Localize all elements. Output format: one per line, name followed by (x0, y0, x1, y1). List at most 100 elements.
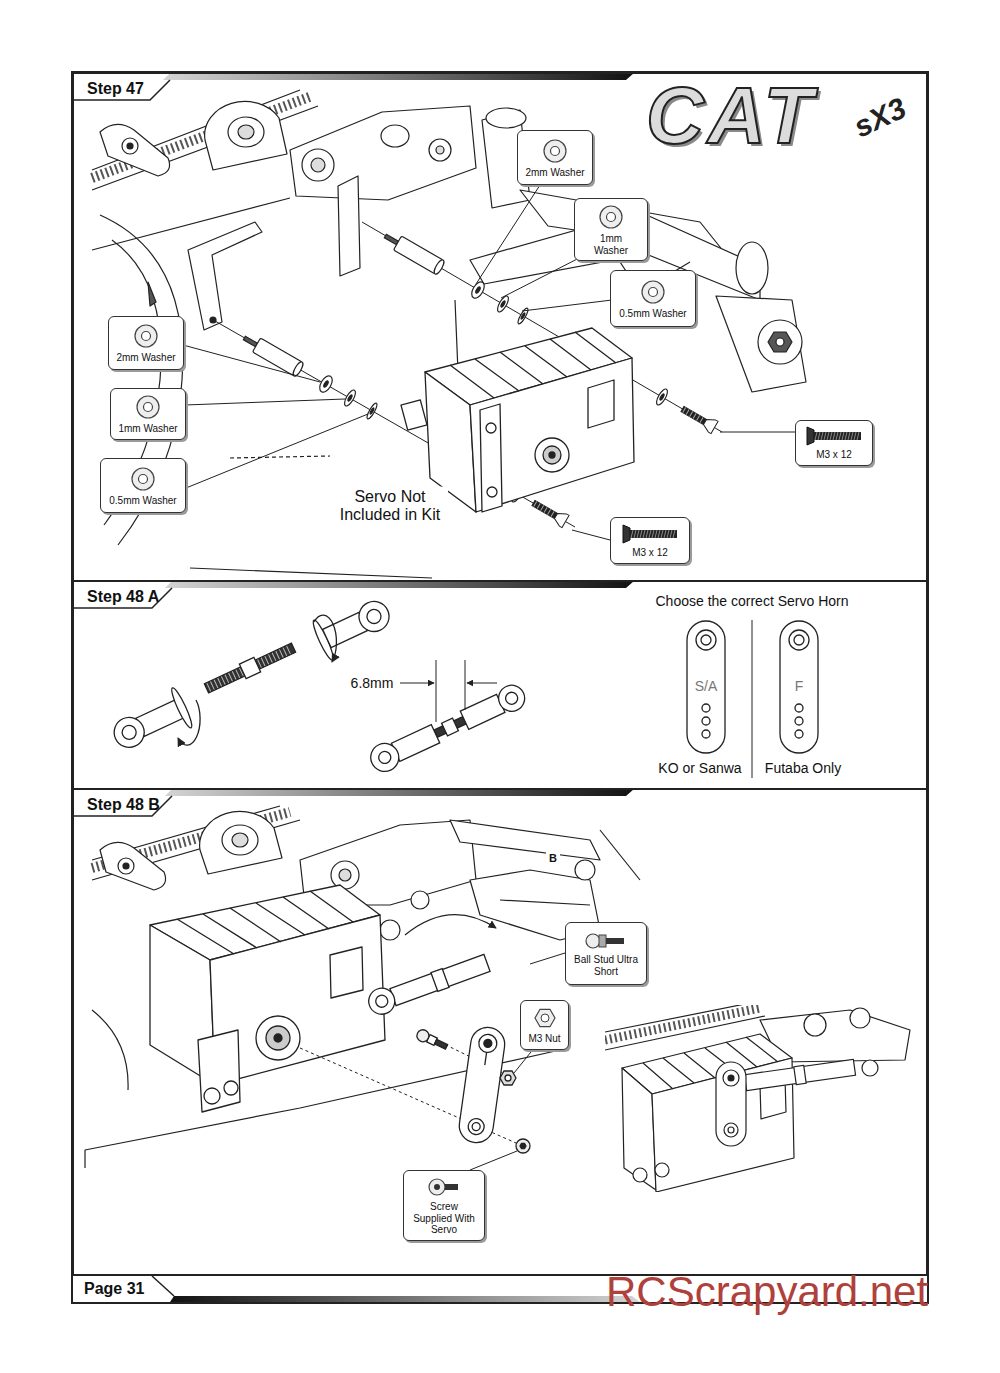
part-name: M3 x 12 (816, 449, 852, 461)
servo-horn (485, 1052, 487, 1065)
page-frame (72, 72, 928, 1303)
screw (530, 497, 569, 528)
screw (532, 500, 558, 518)
washer (654, 387, 669, 406)
divider-line (752, 620, 753, 778)
chassis-drawing (100, 215, 183, 545)
servo-horn (702, 717, 710, 725)
dimension-label: 6.8mm (351, 675, 394, 691)
washer-outer (132, 468, 154, 490)
note-text: Servo Not Included in Kit (332, 487, 448, 526)
inset-view (804, 1014, 826, 1036)
turnbuckle (314, 615, 336, 662)
servo-horn (500, 1071, 516, 1085)
washer-outer (135, 325, 157, 347)
screw-icon (619, 523, 681, 545)
washer-outer (544, 140, 566, 162)
washer (317, 374, 335, 395)
screw-shaft (814, 432, 861, 440)
washer (516, 307, 529, 325)
servo (224, 1081, 238, 1095)
step-panel: Step 48 BBall Stud Ultra ShortM3 NutScre… (72, 788, 928, 1276)
part-marking: B (546, 851, 560, 866)
chassis-drawing (338, 176, 360, 276)
dimension-line (400, 660, 497, 722)
servo-post (384, 234, 398, 244)
chassis-drawing (92, 90, 318, 190)
chassis-drawing (85, 806, 640, 1168)
turnbuckle (169, 686, 195, 729)
screw-head (623, 525, 630, 543)
inset-view (655, 1163, 669, 1177)
screw (534, 501, 554, 516)
chassis-drawing (92, 1010, 128, 1090)
step-header-bar (170, 1296, 640, 1302)
washer-icon (128, 465, 158, 493)
chassis-drawing (148, 282, 156, 306)
servo-horn (795, 704, 803, 712)
washer-hole (144, 403, 153, 412)
washer (317, 374, 335, 395)
turnbuckle (366, 680, 529, 776)
servo-post (432, 259, 445, 276)
servo (543, 446, 561, 464)
part-callout: 2mm Washer (108, 316, 184, 370)
chassis-drawing (205, 101, 287, 170)
servo-post (381, 229, 445, 275)
inset-view (622, 1068, 656, 1190)
part-name: M3 Nut (528, 1033, 560, 1045)
servo (266, 1026, 290, 1050)
part-name: 2mm Washer (525, 167, 584, 179)
logo-text: CAT (646, 76, 816, 156)
washer-icon (540, 137, 570, 165)
washer-outer (600, 206, 622, 228)
washer-hole (139, 474, 148, 483)
chassis-drawing (500, 830, 640, 905)
chassis-drawing (381, 125, 409, 147)
servo (256, 1016, 300, 1060)
chassis-drawing (339, 869, 351, 881)
washer (516, 307, 529, 325)
servo-horn (483, 1039, 492, 1048)
chassis-drawing (222, 825, 258, 855)
servo-horn (701, 635, 711, 645)
watermark: RCScrapyard.net (606, 1268, 928, 1316)
steering-link (365, 951, 491, 1018)
screw-thread (631, 530, 675, 538)
cap-head (429, 1179, 445, 1195)
ball-flange (599, 935, 606, 947)
servo (274, 1034, 282, 1042)
washer (323, 380, 329, 388)
nut-hex (535, 1010, 555, 1027)
dimension-line (467, 683, 497, 684)
washer-hole (607, 213, 616, 222)
part-name: M3 x 12 (632, 547, 668, 559)
servo-post (243, 336, 257, 346)
servo-horn (780, 621, 818, 753)
turnbuckle (106, 590, 529, 776)
servo-post (240, 229, 445, 377)
servo-horn (457, 1025, 507, 1145)
washer (365, 402, 378, 420)
chassis-drawing (380, 920, 400, 940)
steering-link (365, 985, 398, 1018)
servo-horn (435, 1039, 448, 1049)
ball-thread (606, 938, 624, 944)
washer (659, 393, 665, 400)
part-name: Ball Stud Ultra Short (573, 954, 639, 977)
part-name: 1mm Washer (118, 423, 177, 435)
servo (487, 487, 497, 497)
instruction-text: Choose the correct Servo Horn (656, 593, 849, 609)
nut-hole (541, 1014, 549, 1022)
part-name: 2mm Washer (116, 352, 175, 364)
chassis-drawing (429, 139, 451, 161)
part-callout: 2mm Washer (517, 130, 593, 185)
screw (553, 510, 570, 528)
turnbuckle (109, 712, 149, 752)
chassis-drawing (450, 820, 600, 860)
servo-horn (415, 1025, 530, 1153)
caption-text: Futaba Only (765, 760, 841, 776)
turnbuckle (442, 718, 459, 736)
step-header-bar (163, 73, 634, 80)
chassis-drawing (290, 106, 476, 200)
